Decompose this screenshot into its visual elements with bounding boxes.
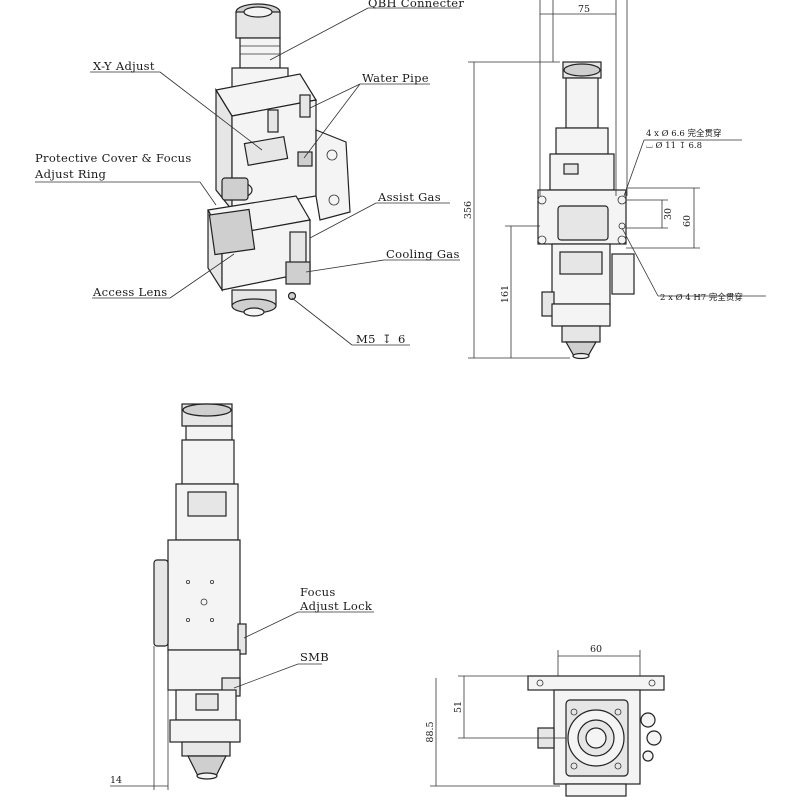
- dim-spacing-30: 30: [663, 208, 674, 220]
- isometric-view: [207, 3, 351, 317]
- dim-offset-14: 14: [110, 775, 122, 786]
- label-m5-depth: 6: [398, 332, 406, 346]
- front-view-dimensions: [468, 0, 766, 359]
- label-protective-cover: Protective Cover & Focus: [35, 151, 192, 165]
- bottom-view: [527, 675, 665, 797]
- label-depth-symbol: ↧: [382, 332, 392, 346]
- label-xy-adjust: X-Y Adjust: [93, 59, 155, 73]
- label-adjust-ring: Adjust Ring: [34, 167, 107, 181]
- front-view: [537, 61, 635, 360]
- dim-height-161: 161: [500, 285, 511, 303]
- dim-bottom-51: 51: [453, 701, 464, 713]
- label-water-pipe: Water Pipe: [362, 71, 429, 85]
- label-smb: SMB: [300, 650, 329, 664]
- side-view: [153, 403, 247, 780]
- dim-height-356: 356: [463, 201, 474, 219]
- label-assist-gas: Assist Gas: [377, 190, 441, 204]
- hole-note-2: ⌴ Ø 11 ↧ 6.8: [646, 140, 702, 151]
- dim-bottom-88-5: 88.5: [425, 721, 436, 742]
- side-view-annotations: [110, 611, 374, 790]
- bottom-view-dimensions: [430, 650, 641, 787]
- label-cooling-gas: Cooling Gas: [386, 247, 460, 261]
- label-m5: M5: [356, 332, 376, 346]
- dim-width-75: 75: [578, 4, 590, 15]
- dim-spacing-60: 60: [682, 215, 693, 227]
- pin-hole-note: 2 x Ø 4 H7 完全贯穿: [660, 292, 743, 303]
- label-access-lens: Access Lens: [92, 285, 168, 299]
- label-adjust-lock: Adjust Lock: [299, 599, 373, 613]
- hole-note-1: 4 x Ø 6.6 完全贯穿: [646, 128, 722, 139]
- label-focus: Focus: [300, 585, 336, 599]
- iso-leader-lines: [35, 7, 460, 346]
- label-qbh-connecter: QBH Connecter: [368, 0, 464, 10]
- dim-bottom-60: 60: [590, 644, 602, 655]
